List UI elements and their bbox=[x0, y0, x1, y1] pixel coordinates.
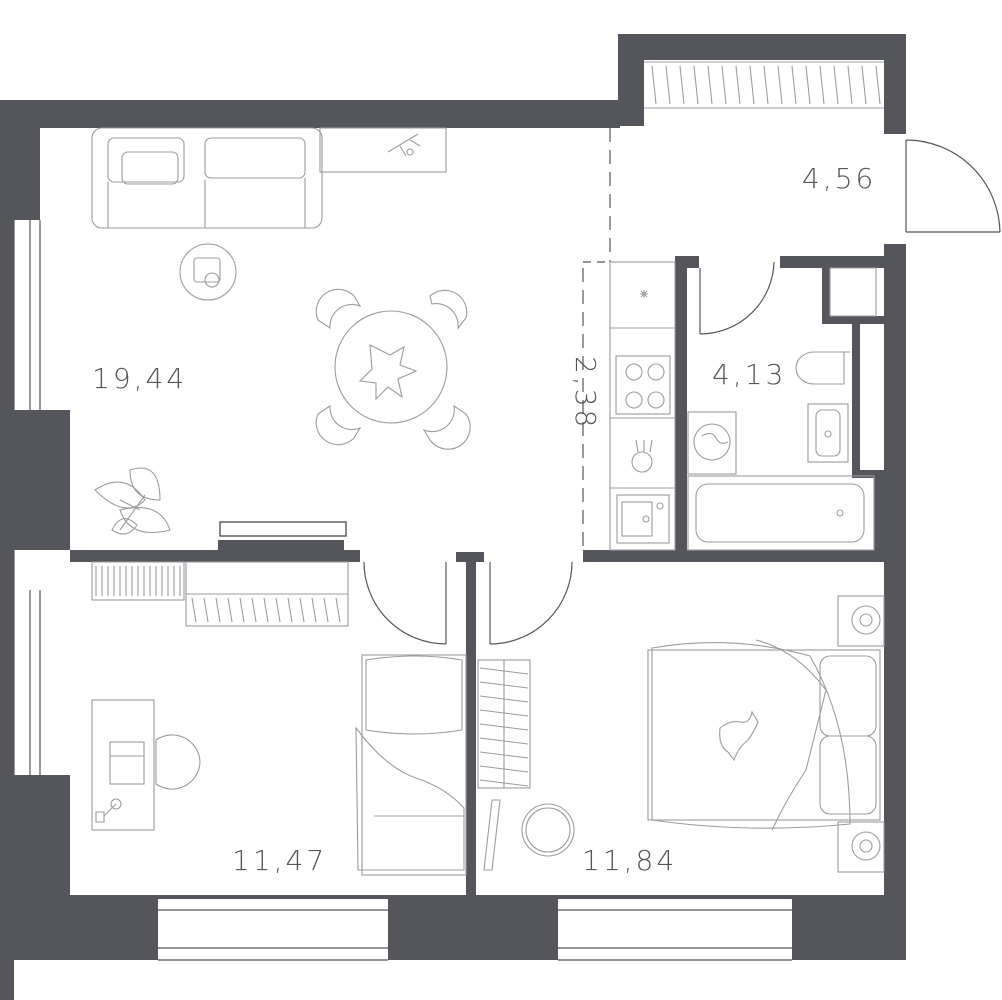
doors bbox=[363, 128, 1001, 645]
kitchen-niche-area: 2,38 bbox=[569, 356, 602, 430]
kitchen-furniture bbox=[609, 261, 676, 551]
bedroom-area: 11,84 bbox=[582, 844, 677, 877]
bedroom-furniture bbox=[477, 595, 885, 873]
balcony-area: 4,56 bbox=[802, 162, 876, 195]
study-furniture bbox=[91, 561, 467, 876]
walls bbox=[0, 34, 906, 1000]
living-room-furniture bbox=[91, 127, 471, 537]
windows bbox=[13, 61, 884, 961]
bathroom-area: 4,13 bbox=[712, 358, 786, 391]
study-area: 11,47 bbox=[232, 844, 327, 877]
living-room-area: 19,44 bbox=[92, 362, 187, 395]
area-labels: 19,44 4,56 2,38 4,13 11,47 11,84 bbox=[92, 162, 876, 877]
bathroom-furniture bbox=[687, 267, 877, 551]
